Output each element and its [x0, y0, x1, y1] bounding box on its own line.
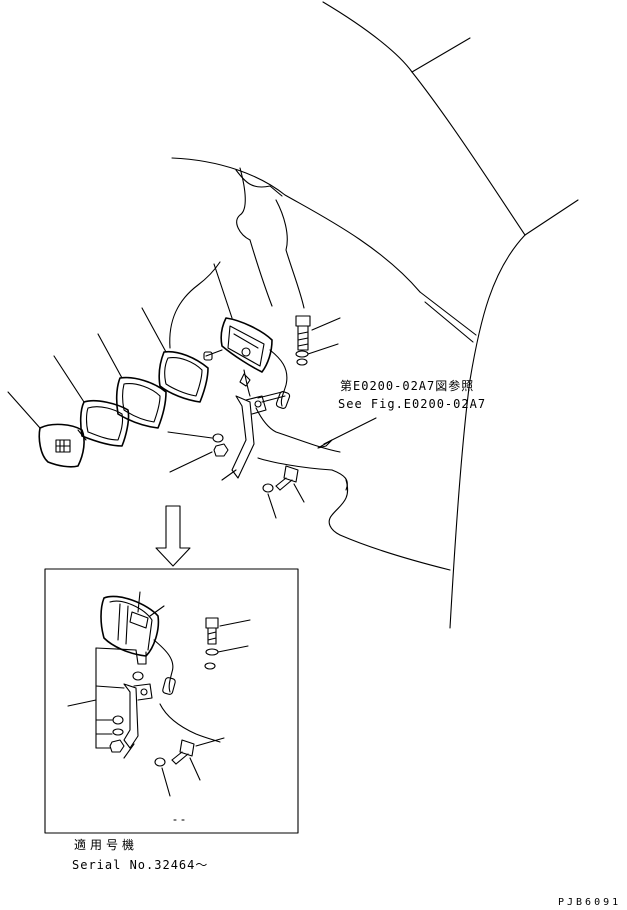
serial-label-japanese: 適用号機 — [74, 838, 139, 852]
drawing-id: PJB6091 — [558, 897, 622, 908]
leader-lines-upper — [7, 263, 377, 519]
inset-frame — [44, 568, 299, 834]
serial-label-english: Serial No.32464～ — [72, 858, 209, 872]
machine-body-outline — [171, 1, 579, 629]
reference-label-english: See Fig.E0200-02A7 — [338, 397, 487, 411]
wiring-harness — [169, 261, 341, 471]
inset-leader-lines — [67, 591, 251, 821]
reference-label-japanese: 第E0200-02A7図参照 — [340, 379, 475, 393]
lamp-assembly-exploded — [38, 315, 311, 493]
down-arrow-icon — [155, 505, 191, 567]
inset-lamp-assembly — [100, 595, 221, 767]
